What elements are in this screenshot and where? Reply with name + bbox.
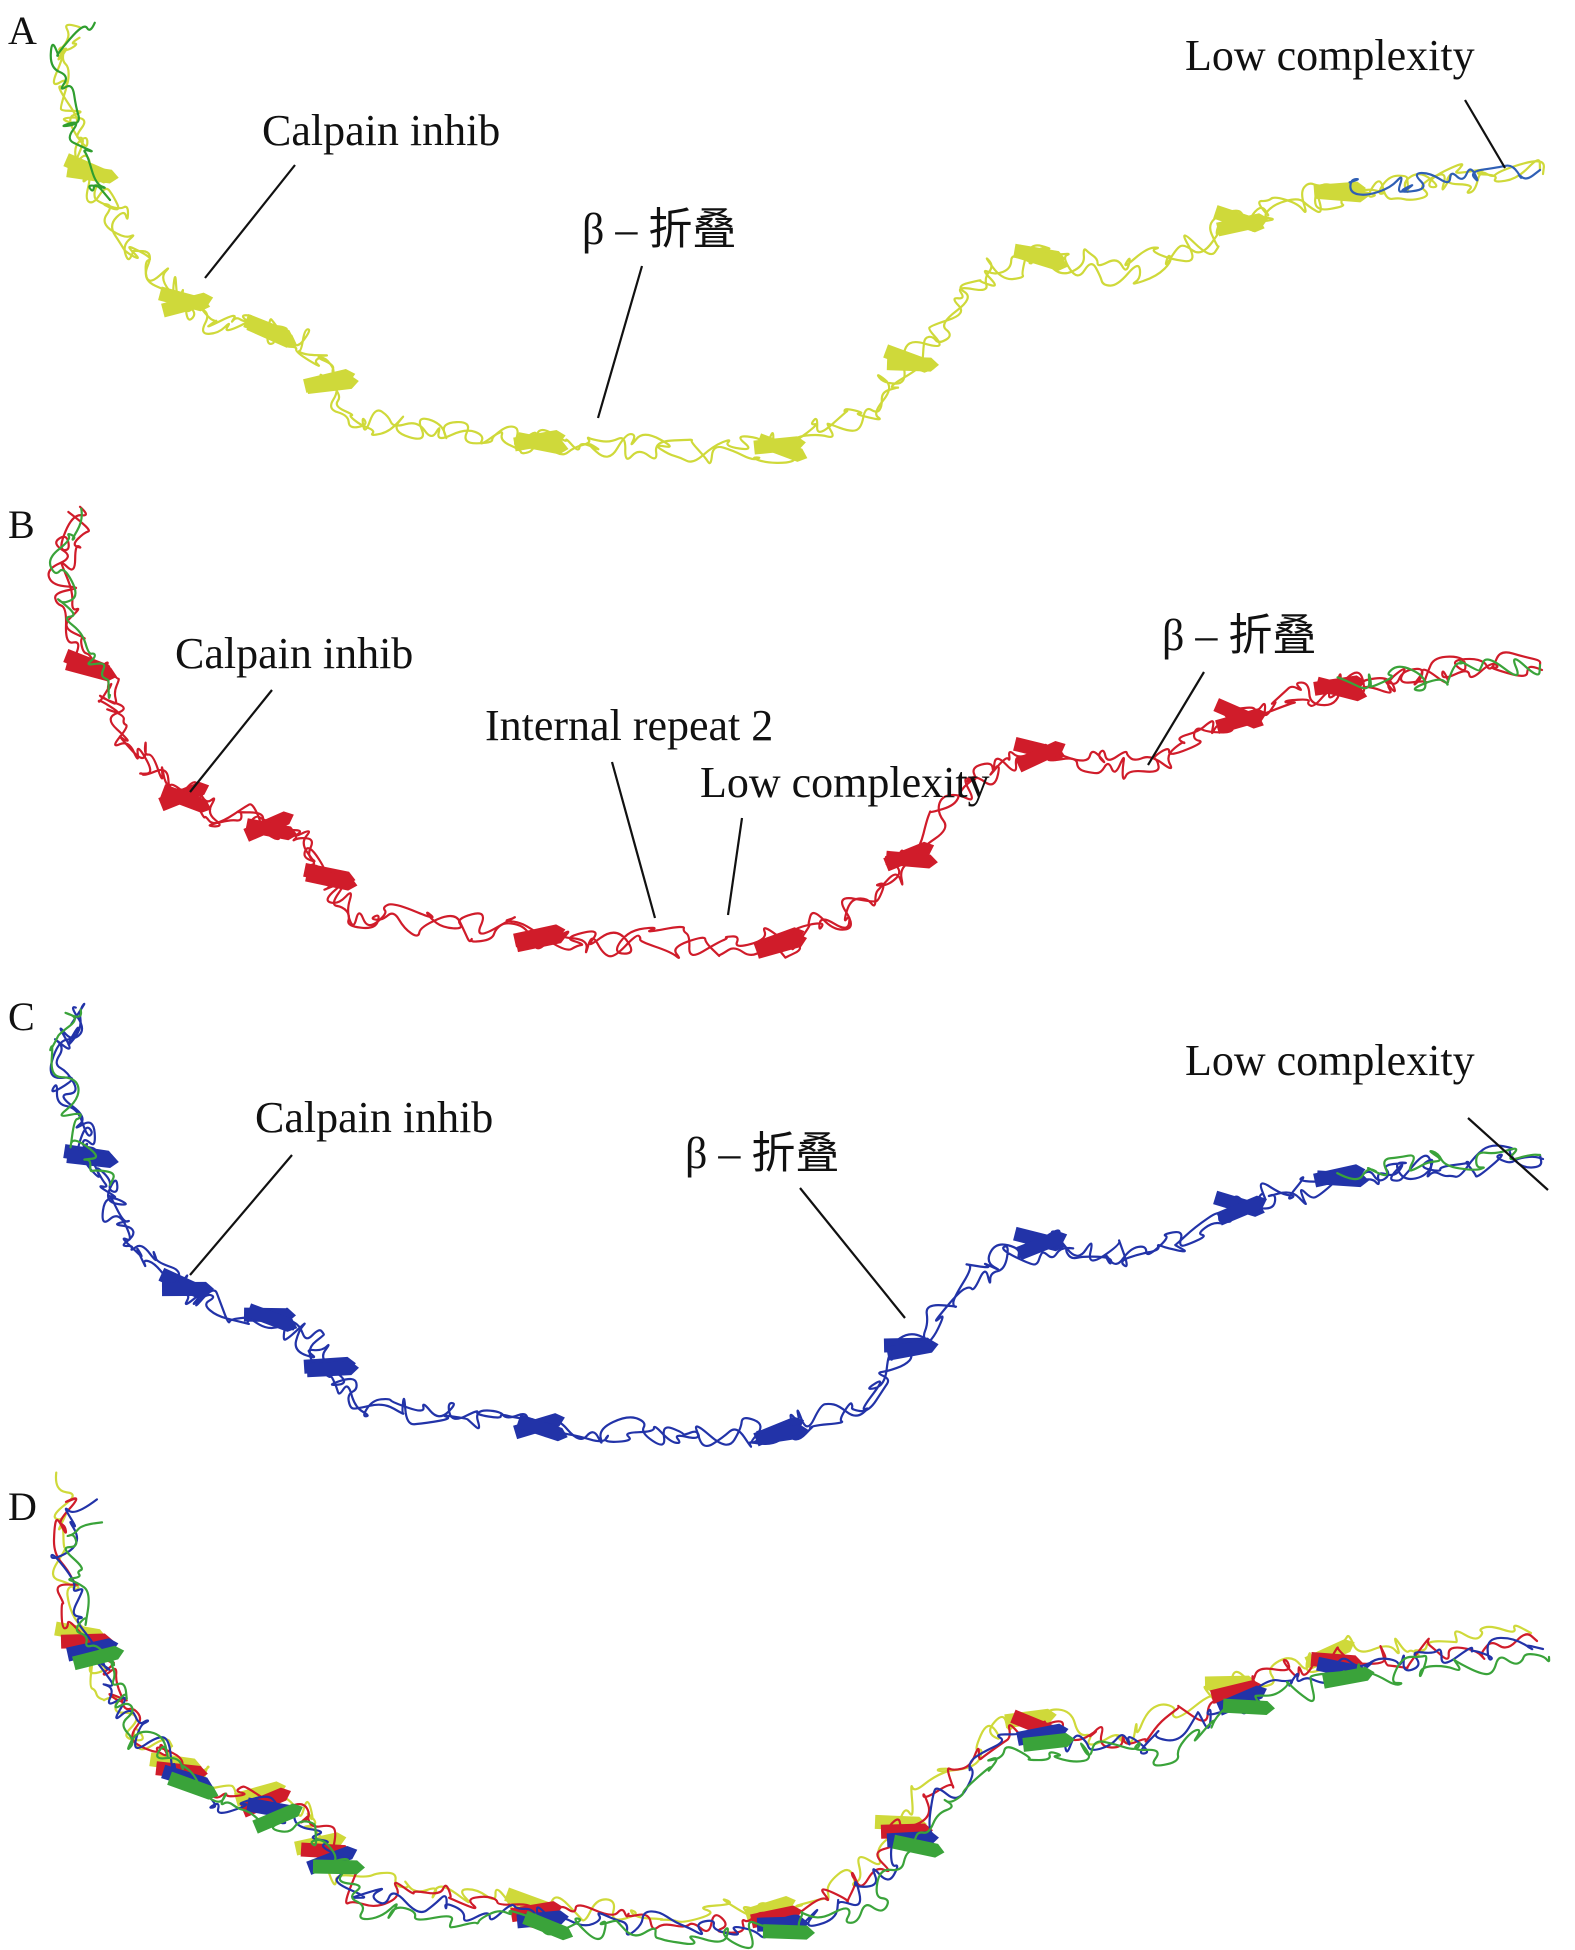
- panel-c-backbone: [49, 1002, 1545, 1448]
- panel-b-repeat-leader: [610, 761, 657, 919]
- panel-c-low-leader: [1467, 1117, 1549, 1191]
- domain-segment: [1336, 1147, 1542, 1181]
- domain-segment: [49, 1008, 115, 1187]
- beta-strand-arrow: [755, 933, 808, 959]
- panel-a-beta-leader: [596, 265, 644, 419]
- panel-c-beta-label: β – 折叠: [685, 1129, 839, 1178]
- panel-b: B Calpain inhib Internal repeat 2 Low co…: [8, 502, 1544, 959]
- panel-c: C Calpain inhib β – 折叠 Low complexity: [8, 994, 1549, 1448]
- beta-strand-arrow: [1016, 244, 1068, 272]
- backbone-trace: [51, 1471, 1533, 1923]
- beta-strand-arrow: [1022, 1733, 1075, 1752]
- backbone-trace: [50, 1498, 1545, 1939]
- panel-a-calpain-leader: [204, 164, 296, 279]
- beta-strand-arrow: [306, 1361, 359, 1378]
- beta-strand-arrow: [756, 433, 808, 462]
- beta-strand-arrow: [161, 292, 214, 318]
- panel-c-beta-leader: [799, 1187, 906, 1319]
- beta-strand-arrow: [1016, 1230, 1068, 1261]
- beta-strand-arrow: [305, 867, 358, 891]
- beta-strand-arrow: [72, 1645, 125, 1671]
- panel-b-backbone: [47, 505, 1544, 959]
- beta-strand-arrow: [1216, 1195, 1267, 1226]
- panel-b-calpain-label: Calpain inhib: [175, 629, 413, 678]
- beta-strand-arrow: [246, 1303, 298, 1332]
- beta-strand-arrow: [161, 1281, 214, 1297]
- panel-a-low-label: Low complexity: [1185, 31, 1475, 80]
- beta-strand-arrow: [160, 784, 212, 813]
- beta-strand-arrow: [516, 432, 569, 455]
- panel-c-low-label: Low complexity: [1185, 1036, 1475, 1085]
- panel-a-beta-label: β – 折叠: [582, 205, 736, 254]
- panel-d-overlay-backbones: [50, 1471, 1551, 1950]
- domain-segment: [48, 507, 112, 699]
- panel-b-calpain-leader: [189, 689, 273, 793]
- beta-strand-arrow: [886, 1338, 939, 1361]
- domain-segment: [49, 21, 112, 202]
- backbone-trace: [47, 505, 1542, 956]
- backbone-trace: [57, 23, 1542, 463]
- panel-b-letter: B: [8, 502, 35, 547]
- beta-strand-arrow: [1015, 741, 1066, 773]
- beta-strand-arrow: [1215, 708, 1268, 734]
- backbone-trace: [52, 36, 1545, 465]
- beta-strand-arrow: [167, 1771, 219, 1800]
- backbone-trace: [60, 510, 1544, 959]
- beta-strand-arrow: [1216, 213, 1269, 237]
- beta-strand-arrow: [762, 1924, 815, 1940]
- domain-segment: [1336, 658, 1542, 692]
- panel-a: A Calpain inhib β – 折叠 Low complexity: [8, 8, 1545, 465]
- panel-b-low-label: Low complexity: [700, 758, 990, 807]
- panel-b-repeat-label: Internal repeat 2: [485, 701, 773, 750]
- beta-strand-arrow: [756, 1424, 809, 1445]
- beta-strand-arrow: [1315, 676, 1368, 702]
- beta-strand-arrow: [1316, 184, 1369, 203]
- beta-strand-arrow: [246, 317, 297, 348]
- domain-segment: [1348, 164, 1542, 196]
- panel-d-letter: D: [8, 1484, 37, 1529]
- panel-c-calpain-leader: [189, 1154, 293, 1276]
- beta-strand-arrow: [522, 1910, 574, 1941]
- beta-strand-arrow: [312, 1859, 365, 1875]
- beta-strand-arrow: [885, 850, 938, 869]
- beta-strand-arrow: [892, 1834, 945, 1858]
- beta-strand-arrow: [306, 374, 359, 394]
- beta-strand-arrow: [252, 1803, 303, 1834]
- beta-strand-arrow: [515, 929, 568, 953]
- beta-strand-arrow: [516, 1414, 568, 1442]
- panel-c-letter: C: [8, 994, 35, 1039]
- panel-d: D: [8, 1471, 1551, 1950]
- beta-strand-arrow: [245, 818, 298, 841]
- beta-strand-arrow: [886, 356, 939, 372]
- beta-strand-arrow: [1210, 1679, 1263, 1704]
- panel-b-beta-label: β – 折叠: [1162, 611, 1316, 660]
- beta-strand-arrow: [1316, 1170, 1369, 1188]
- panel-c-calpain-label: Calpain inhib: [255, 1093, 493, 1142]
- backbone-trace: [52, 1497, 1539, 1934]
- panel-a-letter: A: [8, 8, 37, 53]
- panel-a-backbone: [49, 21, 1545, 465]
- panel-b-low-leader: [726, 817, 744, 916]
- panel-a-calpain-label: Calpain inhib: [262, 106, 500, 155]
- beta-strand-arrow: [1322, 1666, 1375, 1689]
- panel-b-beta-leader: [1147, 671, 1205, 766]
- panel-a-low-leader: [1464, 99, 1506, 169]
- beta-strand-arrow: [1222, 1698, 1275, 1715]
- backbone-trace: [64, 1521, 1551, 1950]
- beta-strand-arrow: [65, 656, 118, 682]
